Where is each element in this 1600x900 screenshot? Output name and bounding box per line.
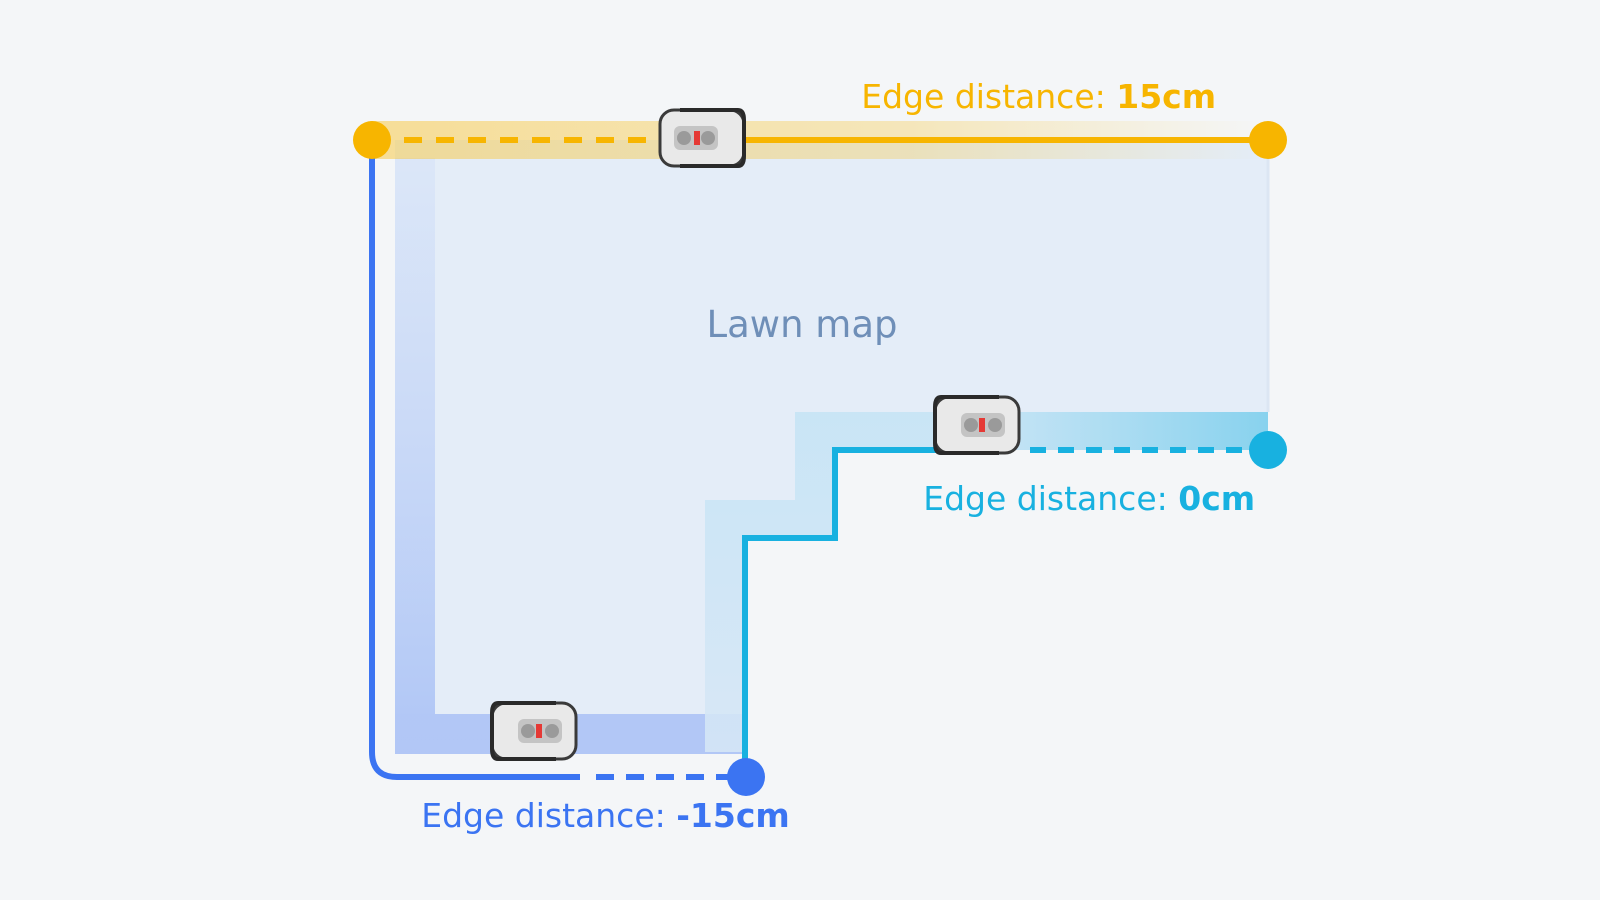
edge-label-top: Edge distance: 15cm: [820, 77, 1241, 116]
lawn-area: [370, 140, 1268, 740]
endpoint-dot-icon: [727, 758, 765, 796]
edge-label-right-value: 0cm: [1178, 479, 1255, 518]
right-edge-solid: [742, 447, 945, 777]
robot-mower-icon: [658, 108, 746, 168]
zero-offset-band-right: [1020, 412, 1268, 450]
robot-mower-icon: [490, 701, 578, 761]
edge-label-bottom-value: -15cm: [676, 796, 790, 835]
edge-label-top-value: 15cm: [1116, 77, 1216, 116]
robot-mower-icon: [933, 395, 1021, 455]
negative-offset-band: [395, 158, 743, 754]
endpoint-dot-icon: [1249, 121, 1287, 159]
edge-label-bottom: Edge distance: -15cm: [380, 796, 815, 835]
edge-label-top-prefix: Edge distance:: [861, 77, 1116, 116]
endpoint-dot-icon: [1249, 431, 1287, 469]
endpoint-dot-icon: [353, 121, 391, 159]
edge-label-right: Edge distance: 0cm: [882, 479, 1280, 518]
edge-label-bottom-prefix: Edge distance:: [421, 796, 676, 835]
bottom-edge-solid: [369, 156, 580, 780]
edge-label-right-prefix: Edge distance:: [923, 479, 1178, 518]
lawn-map-label: Lawn map: [707, 303, 898, 346]
